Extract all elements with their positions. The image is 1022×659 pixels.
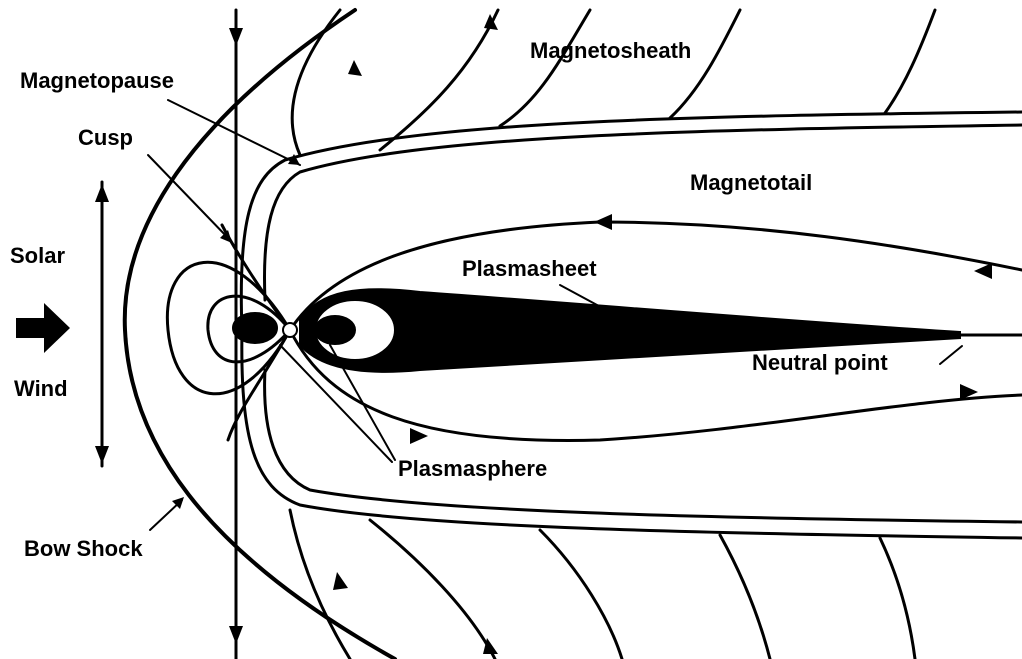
sheath-arrow-1 — [348, 60, 362, 76]
solar-wind-bar-arrow-bottom — [95, 446, 109, 464]
label-magnetopause: Magnetopause — [20, 70, 174, 92]
sheath-line-4 — [670, 10, 740, 118]
magnetopause-inner-curve — [264, 125, 1022, 300]
solar-wind-arrow-icon — [16, 303, 70, 353]
sheath-line-1 — [292, 10, 340, 155]
label-magnetosheath: Magnetosheath — [530, 40, 691, 62]
sheath-line-3 — [500, 10, 590, 126]
imf-arrow-top — [229, 28, 243, 46]
sheath-line-10 — [880, 538, 915, 659]
magnetopause-inner-curve-lower — [265, 370, 1022, 522]
sheath-line-5 — [885, 10, 935, 113]
tail-lobe-arrow-upper-2 — [974, 263, 992, 279]
label-magnetotail: Magnetotail — [690, 172, 812, 194]
label-plasmasheet: Plasmasheet — [462, 258, 597, 280]
plasmasphere-left — [233, 313, 277, 343]
sheath-line-9 — [720, 535, 770, 659]
label-wind: Wind — [14, 378, 68, 400]
sheath-line-7 — [370, 520, 495, 659]
label-bow-shock: Bow Shock — [24, 538, 143, 560]
sheath-line-8 — [540, 530, 622, 659]
earth-icon — [283, 323, 297, 337]
neutral-point-pointer — [940, 346, 962, 364]
tail-lobe-arrow-upper — [594, 214, 612, 230]
imf-arrow-bottom — [229, 626, 243, 644]
label-solar: Solar — [10, 245, 65, 267]
label-plasmasphere: Plasmasphere — [398, 458, 547, 480]
plasmasphere-core-right — [315, 316, 355, 344]
label-cusp: Cusp — [78, 127, 133, 149]
tail-lobe-arrow-lower — [410, 428, 428, 444]
label-neutral-point: Neutral point — [752, 352, 888, 374]
sheath-arrow-3 — [333, 572, 348, 590]
solar-wind-bar-arrow-top — [95, 184, 109, 202]
